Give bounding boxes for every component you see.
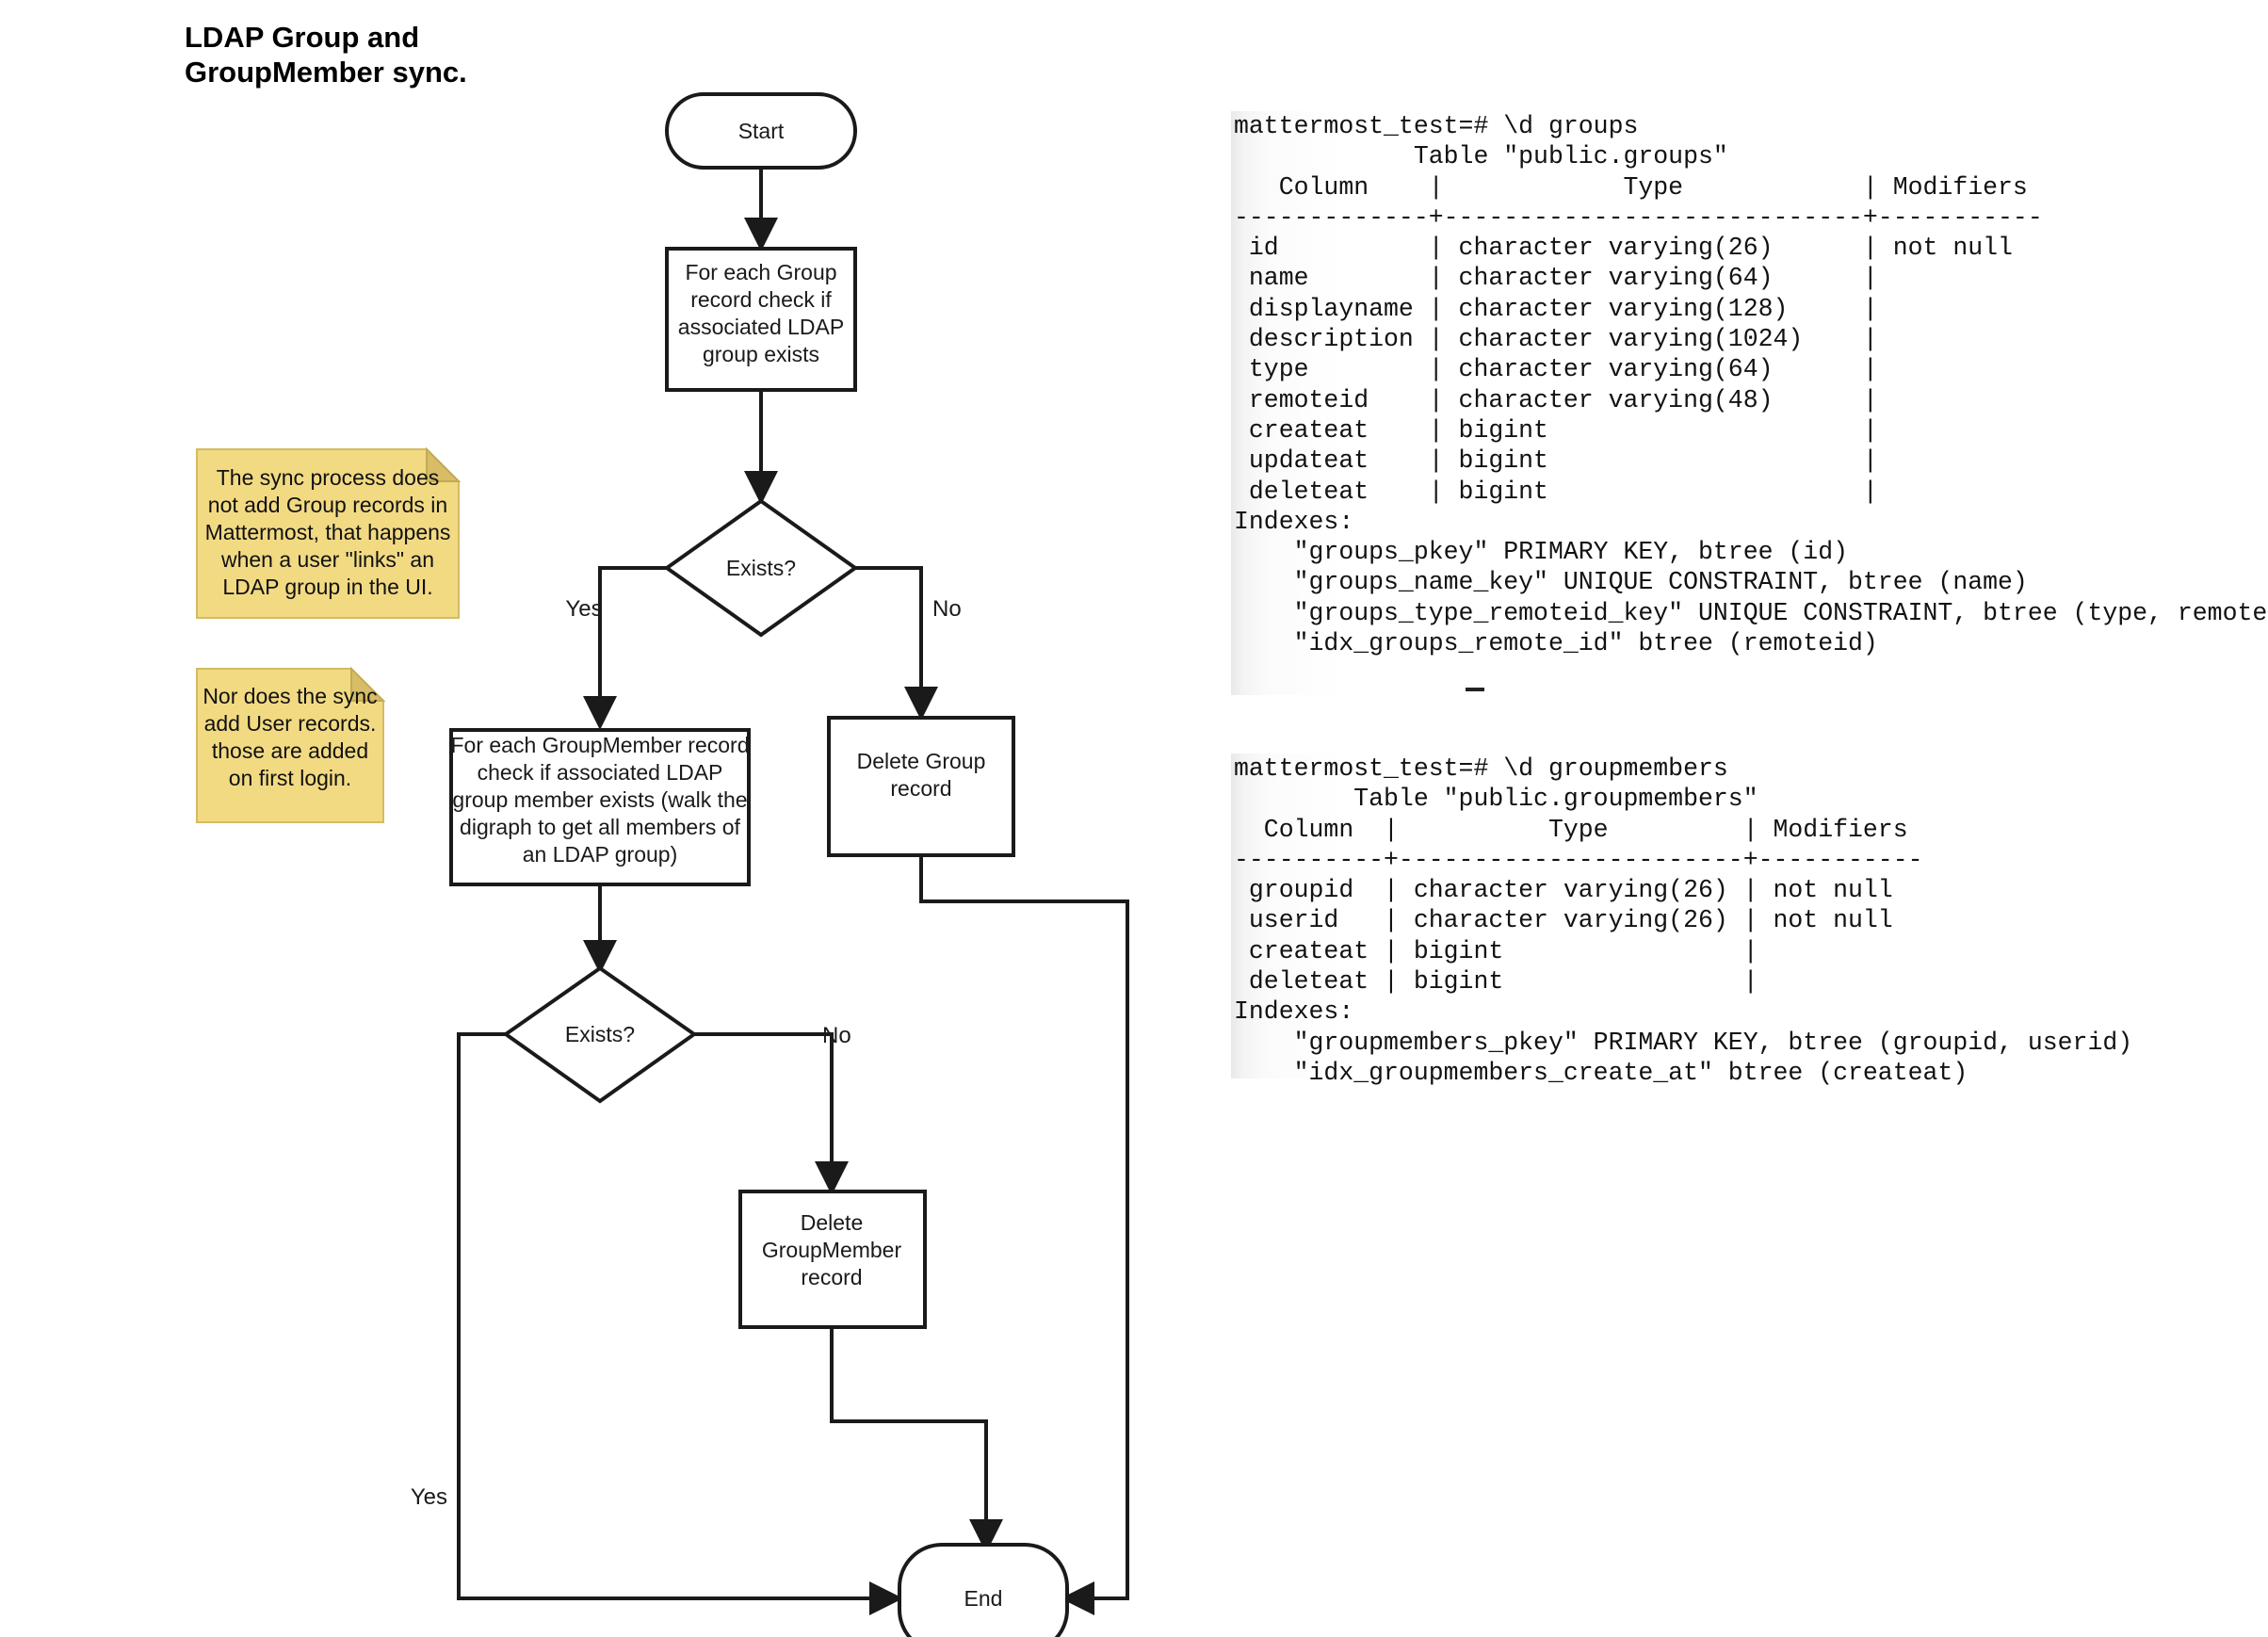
edge-exists2-no-to-deletegroupmember [694, 1032, 849, 1195]
stray-dash-mark [1466, 688, 1484, 691]
groups-table-output: mattermost_test=# \d groups Table "publi… [1234, 112, 2268, 658]
node-start[interactable]: Start [665, 92, 857, 170]
node-exists-decision-1[interactable]: Exists? [663, 498, 859, 638]
edge-label-exists1-yes: Yes [565, 596, 602, 622]
edge-label-exists1-no: No [932, 596, 962, 622]
node-exists-1-label: Exists? [726, 556, 796, 580]
node-end-label: End [964, 1586, 1003, 1611]
edge-exists2-yes-to-end [457, 1032, 903, 1615]
edge-deletegroup-to-end [919, 855, 1129, 1615]
edge-label-exists2-yes: Yes [411, 1484, 447, 1510]
edge-exists1-yes-to-groupmember [583, 566, 667, 730]
groupmembers-table-output: mattermost_test=# \d groupmembers Table … [1234, 754, 2133, 1087]
edge-exists1-no-to-deletegroup [855, 566, 938, 721]
node-end[interactable]: End [898, 1543, 1069, 1637]
groupmembers-terminal-panel [1231, 754, 1344, 1078]
node-exists-decision-2[interactable]: Exists? [502, 965, 698, 1104]
groups-terminal-panel [1231, 111, 1344, 695]
node-exists-2-label: Exists? [565, 1022, 635, 1046]
node-start-label: Start [738, 119, 785, 143]
edge-deletegroupmember-to-end [830, 1327, 1003, 1553]
edge-label-exists2-no: No [822, 1023, 851, 1048]
